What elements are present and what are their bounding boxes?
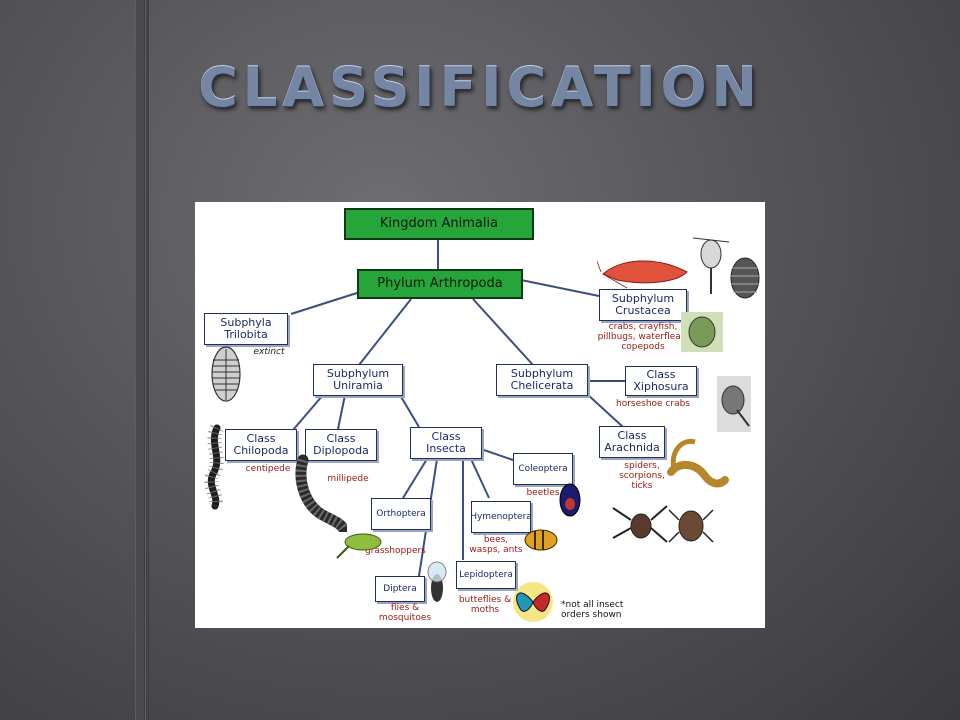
chilopoda-line1: Class	[246, 432, 276, 445]
note-diplopoda: millipede	[327, 474, 369, 484]
node-trilobita: Subphyla Trilobita	[204, 313, 288, 345]
insecta-line2: Insecta	[426, 442, 466, 455]
note-xiphosura: horseshoe crabs	[616, 399, 690, 409]
diptera-label: Diptera	[383, 584, 417, 594]
chilopoda-line2: Chilopoda	[233, 444, 289, 457]
note-lepidoptera: butteflies & moths	[458, 595, 512, 615]
node-diplopoda: Class Diplopoda	[305, 429, 377, 461]
node-insecta: Class Insecta	[410, 427, 482, 459]
xiphosura-line2: Xiphosura	[633, 380, 689, 393]
note-hymenoptera: bees, wasps, ants	[469, 535, 523, 555]
background-stripe-thin	[145, 0, 149, 720]
coleoptera-label: Coleoptera	[518, 464, 568, 474]
classification-diagram: Kingdom Animalia Phylum Arthropoda Subph…	[195, 202, 765, 628]
note-crustacea: crabs, crayfish, pillbugs, waterfleas, c…	[597, 322, 689, 352]
uniramia-line1: Subphylum	[326, 367, 390, 380]
trilobita-line2: Trilobita	[224, 328, 268, 341]
line-uniramia-chilopoda	[292, 394, 324, 431]
node-crustacea: Subphylum Crustacea	[599, 289, 687, 321]
centipede-image	[204, 424, 224, 510]
diplopoda-line1: Class	[326, 432, 356, 445]
copepod-image	[692, 237, 730, 294]
note-diptera: flies & mosquitoes	[378, 603, 432, 623]
node-diptera: Diptera	[375, 576, 425, 602]
grasshopper-image	[336, 533, 382, 559]
note-extinct: extinct	[253, 347, 285, 357]
chelicerata-line1: Subphylum	[510, 367, 574, 380]
arachnida-line1: Class	[617, 429, 647, 442]
node-uniramia: Subphylum Uniramia	[313, 364, 403, 396]
note-arachnida: spiders, scorpions, ticks	[619, 461, 665, 491]
beetle-image	[559, 483, 581, 517]
node-chilopoda: Class Chilopoda	[225, 429, 297, 461]
line-phylum-uniramia	[358, 298, 412, 366]
node-chelicerata: Subphylum Chelicerata	[496, 364, 588, 396]
scorpion-image	[667, 438, 729, 488]
slide-title: CLASSIFICATION	[198, 56, 762, 119]
node-phylum-arthropoda: Phylum Arthropoda	[357, 269, 523, 299]
node-hymenoptera: Hymenoptera	[470, 501, 532, 533]
footnote: *not all insect orders shown	[561, 600, 624, 620]
chelicerata-line2: Chelicerata	[510, 379, 574, 392]
node-coleoptera: Coleoptera	[513, 453, 573, 485]
connector-lines	[290, 239, 625, 577]
horseshoe-crab-image	[717, 376, 751, 432]
spider-image	[612, 505, 668, 543]
note-coleoptera: beetles	[526, 488, 560, 498]
node-lepidoptera: Lepidoptera	[456, 561, 516, 589]
waterflea-image	[681, 312, 723, 352]
xiphosura-line1: Class	[646, 368, 676, 381]
insecta-line1: Class	[431, 430, 461, 443]
background-stripe	[135, 0, 145, 720]
tick-image	[668, 509, 714, 543]
trilobite-image	[211, 346, 241, 402]
line-phylum-chelicerata	[472, 298, 534, 366]
node-orthoptera: Orthoptera	[371, 498, 431, 530]
line-phylum-trilobita	[290, 291, 361, 315]
millipede-image	[295, 454, 347, 532]
crustacea-line2: Crustacea	[615, 304, 671, 317]
line-phylum-crustacea	[520, 279, 600, 297]
note-orthoptera: grasshoppers	[365, 546, 426, 556]
orthoptera-label: Orthoptera	[376, 509, 426, 519]
arachnida-line2: Arachnida	[604, 441, 660, 454]
bee-image	[524, 529, 558, 551]
line-insecta-hymenoptera	[470, 458, 490, 499]
node-xiphosura: Class Xiphosura	[625, 366, 697, 396]
line-uniramia-insecta	[399, 394, 420, 428]
crustacea-line1: Subphylum	[611, 292, 675, 305]
trilobita-line1: Subphyla	[220, 316, 272, 329]
note-chilopoda: centipede	[245, 464, 291, 474]
line-chelicerata-arachnida	[586, 393, 624, 428]
hymenoptera-label: Hymenoptera	[470, 512, 532, 522]
line-uniramia-diplopoda	[337, 394, 346, 430]
butterfly-image	[513, 582, 553, 622]
line-insecta-orthoptera	[402, 458, 428, 499]
uniramia-line2: Uniramia	[333, 379, 383, 392]
shrimp-image	[597, 260, 688, 289]
lepidoptera-label: Lepidoptera	[459, 570, 513, 580]
node-kingdom-animalia: Kingdom Animalia	[344, 208, 534, 240]
line-insecta-coleoptera	[480, 448, 514, 461]
pillbug-image	[730, 257, 760, 299]
fly-image	[427, 561, 447, 602]
node-arachnida: Class Arachnida	[599, 426, 665, 458]
diplopoda-line2: Diplopoda	[313, 444, 369, 457]
